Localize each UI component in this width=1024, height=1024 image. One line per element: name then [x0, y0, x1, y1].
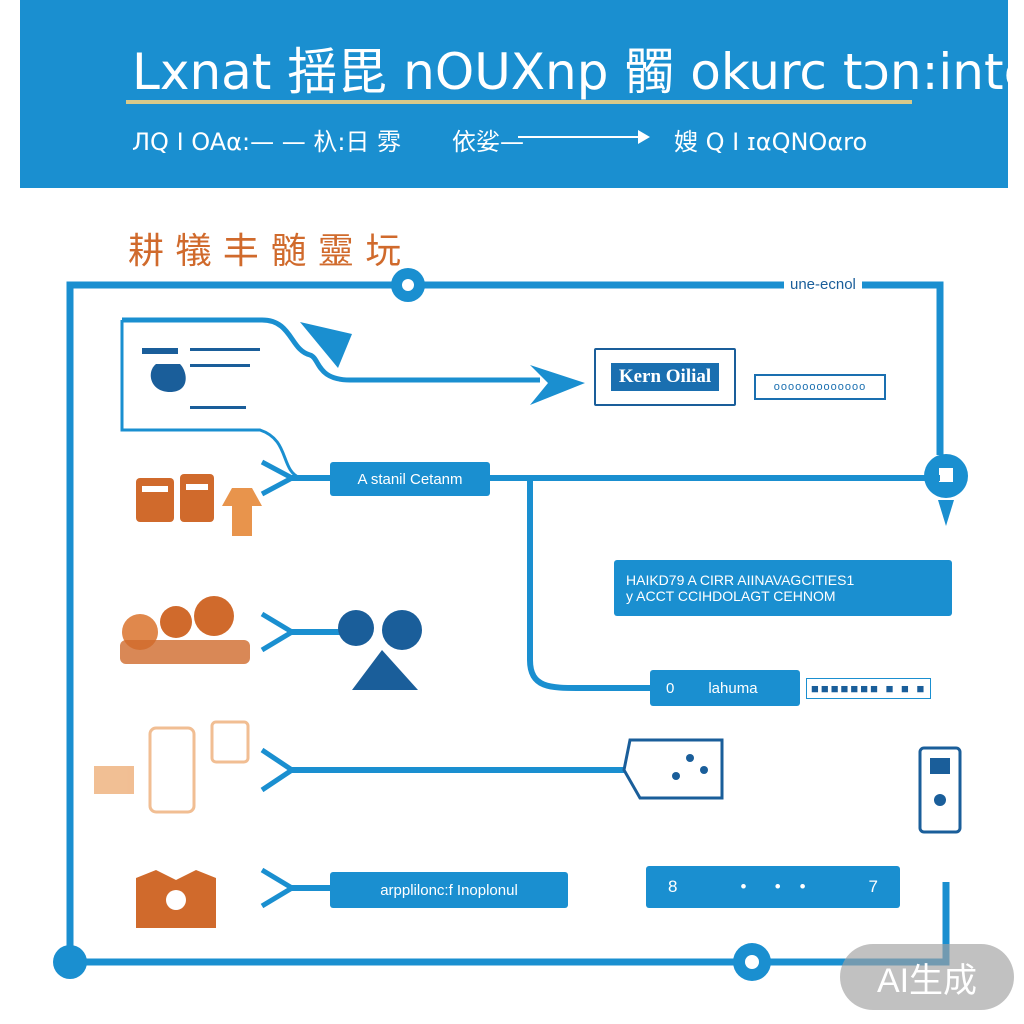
header-subtitle-left: ЛQ I OAα:— — 杁:日 雰: [132, 128, 402, 156]
kern-oilial-label: Kern Oilial: [610, 363, 720, 391]
bottom-box-label: arpplilonc:f Inoplonul: [380, 881, 518, 899]
device-icon: [918, 746, 962, 834]
ai-watermark-badge: AI生成: [840, 944, 1014, 1010]
info-box: HAIKD79 A CIRR AIINAVAGCITIES1 y ACCT CC…: [614, 560, 952, 616]
bottom-right-box: 8 • • • 7: [646, 866, 900, 908]
lahuma-label: lahuma: [708, 679, 758, 697]
header-subtitle-mid: 依娑—: [452, 128, 524, 156]
doc-connector: [122, 317, 540, 383]
center-box-label: A stanil Cetanm: [357, 470, 463, 488]
center-box: A stanil Cetanm: [330, 462, 490, 496]
node-bottom-left: [53, 945, 87, 979]
gear-icon: [622, 738, 724, 800]
bottom-right-start: 8: [668, 877, 678, 896]
phone-icon: [94, 720, 250, 814]
header-arrow-icon: [518, 130, 650, 144]
header-banner: Lxnat 揺毘 nOUXnp 髑 okurc tɔn:inte ЛQ I OA…: [20, 0, 1024, 188]
building-icon: [136, 474, 262, 536]
lahuma-box: 0 lahuma: [650, 670, 800, 706]
doc-flag-icon: [300, 322, 352, 368]
section-title: 耕 犠 丰 髄 靈 坃: [128, 231, 402, 272]
people-icon: [120, 596, 250, 664]
lahuma-number: 0: [666, 679, 675, 697]
lahuma-dots: ■■■■■■■ ■ ■ ■: [806, 678, 932, 699]
header-divider: [126, 100, 912, 104]
info-box-line-1: HAIKD79 A CIRR AIINAVAGCITIES1: [626, 572, 855, 588]
bar-label: ooooooooooooo: [754, 374, 886, 400]
info-box-line-2: y ACCT CCIHDOLAGT CEHNOM: [626, 588, 836, 604]
map-icon: [338, 610, 422, 690]
bottom-right-end: 7: [868, 877, 878, 896]
kern-oilial-badge: Kern Oilial: [594, 348, 736, 406]
truck-icon: [136, 870, 216, 928]
header-subtitle-right: 嫂 Q I ɪαQNOαro: [674, 128, 868, 156]
header-title: Lxnat 揺毘 nOUXnp 髑 okurc tɔn:inte: [132, 43, 1024, 101]
frame-line-top: [66, 281, 944, 960]
bottom-box: arpplilonc:f Inoplonul: [330, 872, 568, 908]
doc-card-outline: [120, 320, 301, 480]
bottom-right-dots: • • •: [740, 877, 806, 896]
document-icon: [150, 364, 186, 392]
doc-arrow-icon: [530, 365, 585, 405]
branch-line-down: [527, 478, 650, 691]
top-right-label: une-ecnol: [784, 276, 862, 293]
